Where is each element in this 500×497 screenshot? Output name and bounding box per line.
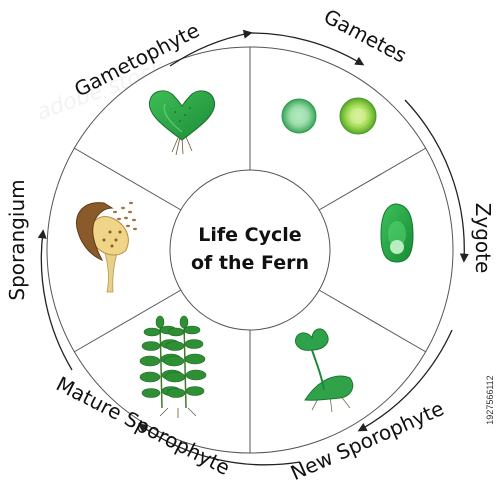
stock-id: 1927566112 (485, 375, 495, 424)
mature-fern-fronds-icon (139, 315, 207, 418)
arrow-new-to-mature-sporophyte (137, 423, 301, 466)
center-title-line2: of the Fern (191, 252, 309, 274)
heart-shaped-gametophyte-icon (148, 90, 216, 156)
gamete-cells-icon (281, 97, 377, 135)
stage-label-sporangium: Sporangium (5, 179, 29, 300)
arrow-gametophyte-to-gametes (169, 29, 253, 67)
stage-label-zygote: Zygote (471, 203, 495, 274)
cycle-arrows (37, 29, 469, 466)
sector-dividers (73, 47, 427, 453)
arrow-into-gametes (249, 32, 365, 66)
arrow-zygote-to-new-sporophyte (357, 329, 453, 432)
stage-label-gametes: Gametes (320, 4, 411, 67)
center-title-line1: Life Cycle (198, 224, 301, 246)
young-sporophyte-icon (295, 328, 354, 413)
sporangium-spores-icon (76, 201, 137, 293)
center-circle (169, 169, 331, 331)
arrow-gametes-to-zygote (404, 99, 469, 263)
zygote-icon (380, 203, 414, 263)
arrow-mature-to-sporangium (37, 229, 73, 371)
